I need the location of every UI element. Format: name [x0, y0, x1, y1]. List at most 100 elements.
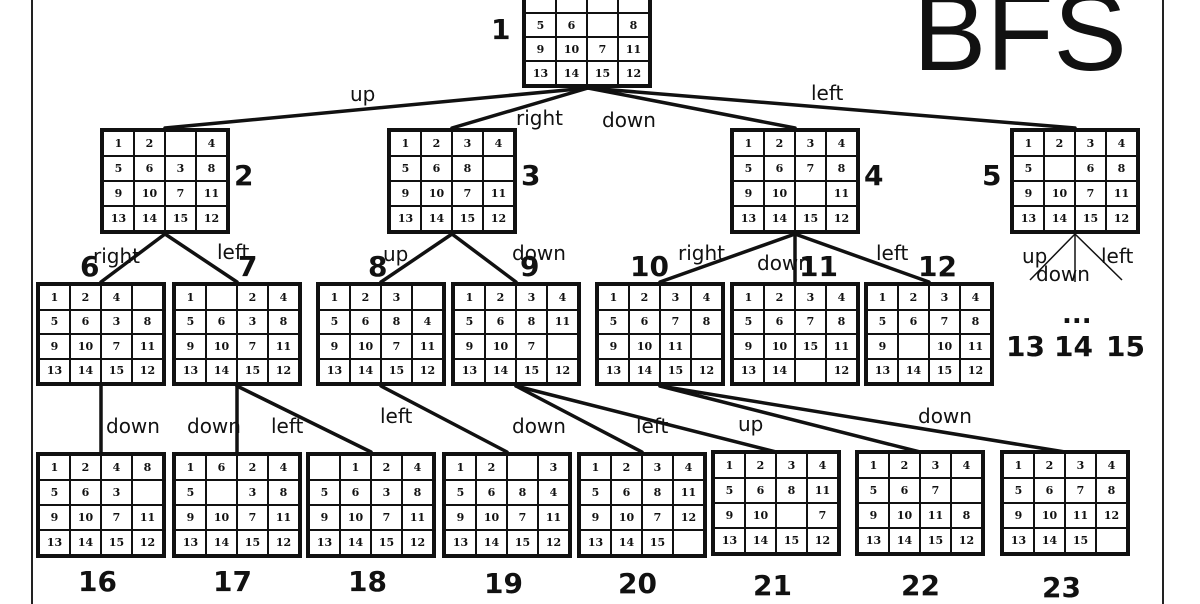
- puzzle-tile: 2: [350, 285, 381, 310]
- puzzle-tile: 7: [929, 309, 960, 334]
- puzzle-tile: 14: [629, 358, 660, 383]
- puzzle-tile: 6: [476, 480, 507, 505]
- puzzle-tile: 2: [764, 131, 795, 156]
- puzzle-tile: 1: [1003, 453, 1034, 478]
- puzzle-tile: 10: [70, 334, 101, 359]
- puzzle-tile: 11: [483, 181, 514, 206]
- puzzle-tile: 7: [795, 156, 826, 181]
- puzzle-tile: 15: [920, 528, 951, 553]
- puzzle-tile: 10: [206, 334, 237, 359]
- puzzle-tile: 3: [929, 285, 960, 310]
- puzzle-tile: 12: [807, 528, 838, 553]
- puzzle-tile: 15: [165, 206, 196, 231]
- puzzle-tile: 1: [1013, 131, 1044, 156]
- puzzle-tile: 3: [165, 156, 196, 181]
- puzzle-tile: 2: [476, 455, 507, 480]
- puzzle-tile: 4: [538, 480, 569, 505]
- edge-label-down: down: [918, 404, 972, 428]
- node-label-15: 15: [1106, 330, 1145, 363]
- puzzle-tile: 6: [70, 480, 101, 505]
- puzzle-tile: [673, 530, 704, 555]
- puzzle-tile: 13: [39, 358, 70, 383]
- puzzle-tile: 3: [516, 285, 547, 310]
- puzzle-tile: 8: [1106, 156, 1137, 181]
- puzzle-tile: 6: [206, 455, 237, 480]
- puzzle-tile: 13: [1003, 528, 1034, 553]
- node-label-23: 23: [1042, 571, 1081, 604]
- puzzle-tile: 8: [691, 309, 722, 334]
- puzzle-tile: 7: [807, 503, 838, 528]
- edge-label-left: left: [271, 414, 304, 438]
- puzzle-tile: 12: [673, 505, 704, 530]
- node-label-18: 18: [348, 565, 387, 598]
- puzzle-tile: 2: [421, 131, 452, 156]
- puzzle-tile: 12: [691, 358, 722, 383]
- puzzle-tile: 12: [960, 358, 991, 383]
- edge-1-4: [586, 86, 797, 130]
- node-label-4: 4: [864, 159, 884, 192]
- puzzle-tile: [898, 334, 929, 359]
- puzzle-tile: 14: [340, 530, 371, 555]
- puzzle-tile: 8: [196, 156, 227, 181]
- puzzle-tile: 2: [70, 285, 101, 310]
- puzzle-tile: [507, 455, 538, 480]
- puzzle-tile: 12: [268, 358, 299, 383]
- puzzle-tile: 9: [175, 505, 206, 530]
- puzzle-tile: 15: [642, 530, 673, 555]
- edge-label-down: down: [512, 414, 566, 438]
- puzzle-tile: 4: [101, 285, 132, 310]
- puzzle-tile: [618, 0, 649, 13]
- puzzle-tile: 3: [237, 309, 268, 334]
- puzzle-tile: 10: [134, 181, 165, 206]
- puzzle-tile: 15: [929, 358, 960, 383]
- puzzle-tile: 11: [538, 505, 569, 530]
- puzzle-tile: 11: [673, 480, 704, 505]
- puzzle-tile: 9: [39, 505, 70, 530]
- puzzle-tile: 10: [1034, 503, 1065, 528]
- puzzle-tile: [483, 156, 514, 181]
- edge-1-5: [586, 86, 1077, 130]
- puzzle-tile: 14: [1034, 528, 1065, 553]
- puzzle-tile: 11: [268, 505, 299, 530]
- puzzle-tile: [951, 478, 982, 503]
- puzzle-tile: 6: [350, 309, 381, 334]
- puzzle-tile: 15: [381, 358, 412, 383]
- puzzle-tile: 1: [858, 453, 889, 478]
- puzzle-tile: 9: [598, 334, 629, 359]
- node-label-10: 10: [630, 250, 669, 283]
- puzzle-tile: 10: [340, 505, 371, 530]
- puzzle-tile: 13: [454, 358, 485, 383]
- puzzle-tile: 3: [101, 480, 132, 505]
- puzzle-tile: 7: [101, 334, 132, 359]
- puzzle-tile: 1: [454, 285, 485, 310]
- puzzle-tile: 13: [858, 528, 889, 553]
- puzzle-tile: 11: [660, 334, 691, 359]
- right-border: [1162, 0, 1164, 604]
- puzzle-tile: 13: [390, 206, 421, 231]
- node-label-19: 19: [484, 567, 523, 600]
- edge-label-up: up: [738, 412, 764, 436]
- puzzle-tile: 9: [580, 505, 611, 530]
- puzzle-tile: 6: [556, 13, 587, 37]
- puzzle-tile: 3: [1075, 131, 1106, 156]
- node-label-8: 8: [368, 250, 388, 283]
- puzzle-tile: 6: [629, 309, 660, 334]
- puzzle-tile: 9: [1003, 503, 1034, 528]
- puzzle-tile: 10: [764, 334, 795, 359]
- puzzle-tile: 5: [319, 309, 350, 334]
- edge-label-left: left: [217, 240, 250, 264]
- edge-label-left: left: [876, 241, 909, 265]
- puzzle-tile: 9: [390, 181, 421, 206]
- puzzle-tile: 12: [538, 530, 569, 555]
- puzzle-tile: 10: [350, 334, 381, 359]
- puzzle-tile: 5: [309, 480, 340, 505]
- puzzle-tile: 6: [134, 156, 165, 181]
- puzzle-tile: 5: [867, 309, 898, 334]
- puzzle-tile: 6: [611, 480, 642, 505]
- puzzle-tile: 7: [642, 505, 673, 530]
